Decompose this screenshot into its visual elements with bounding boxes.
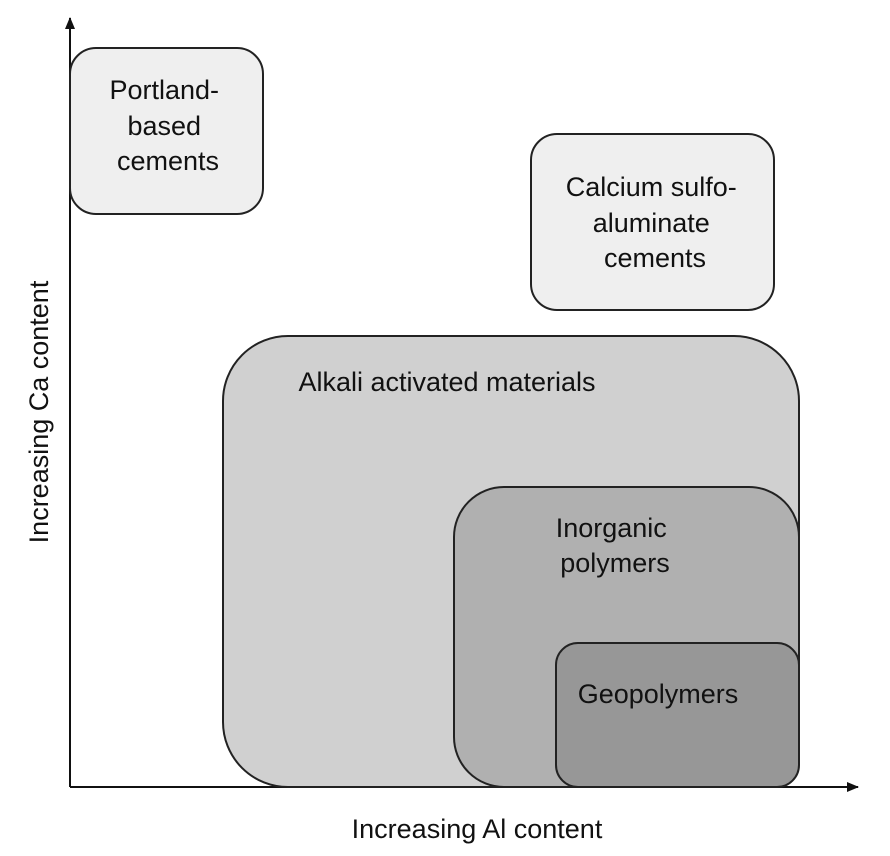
csa-label-line: Calcium sulfo- (566, 172, 737, 202)
inorganic-label: Inorganic polymers (556, 513, 675, 578)
portland-label-line: cements (117, 146, 219, 176)
portland-label-line: based (127, 111, 201, 141)
x-axis-label: Increasing Al content (352, 814, 603, 844)
alkali-label: Alkali activated materials (298, 367, 595, 397)
geopolymers-label: Geopolymers (578, 679, 739, 709)
portland-label: Portland- based cements (109, 75, 226, 176)
csa-label-line: aluminate (593, 208, 710, 238)
portland-label-line: Portland- (109, 75, 219, 105)
inorganic-label-line: polymers (560, 548, 670, 578)
inorganic-label-line: Inorganic (556, 513, 667, 543)
portland-cements-box (69, 47, 264, 215)
calcium-sulfoaluminate-cements-box (530, 133, 775, 311)
csa-label: Calcium sulfo- aluminate cements (566, 172, 745, 273)
y-axis-label: Increasing Ca content (24, 280, 54, 543)
geopolymers-region (555, 642, 800, 788)
csa-label-line: cements (604, 243, 706, 273)
